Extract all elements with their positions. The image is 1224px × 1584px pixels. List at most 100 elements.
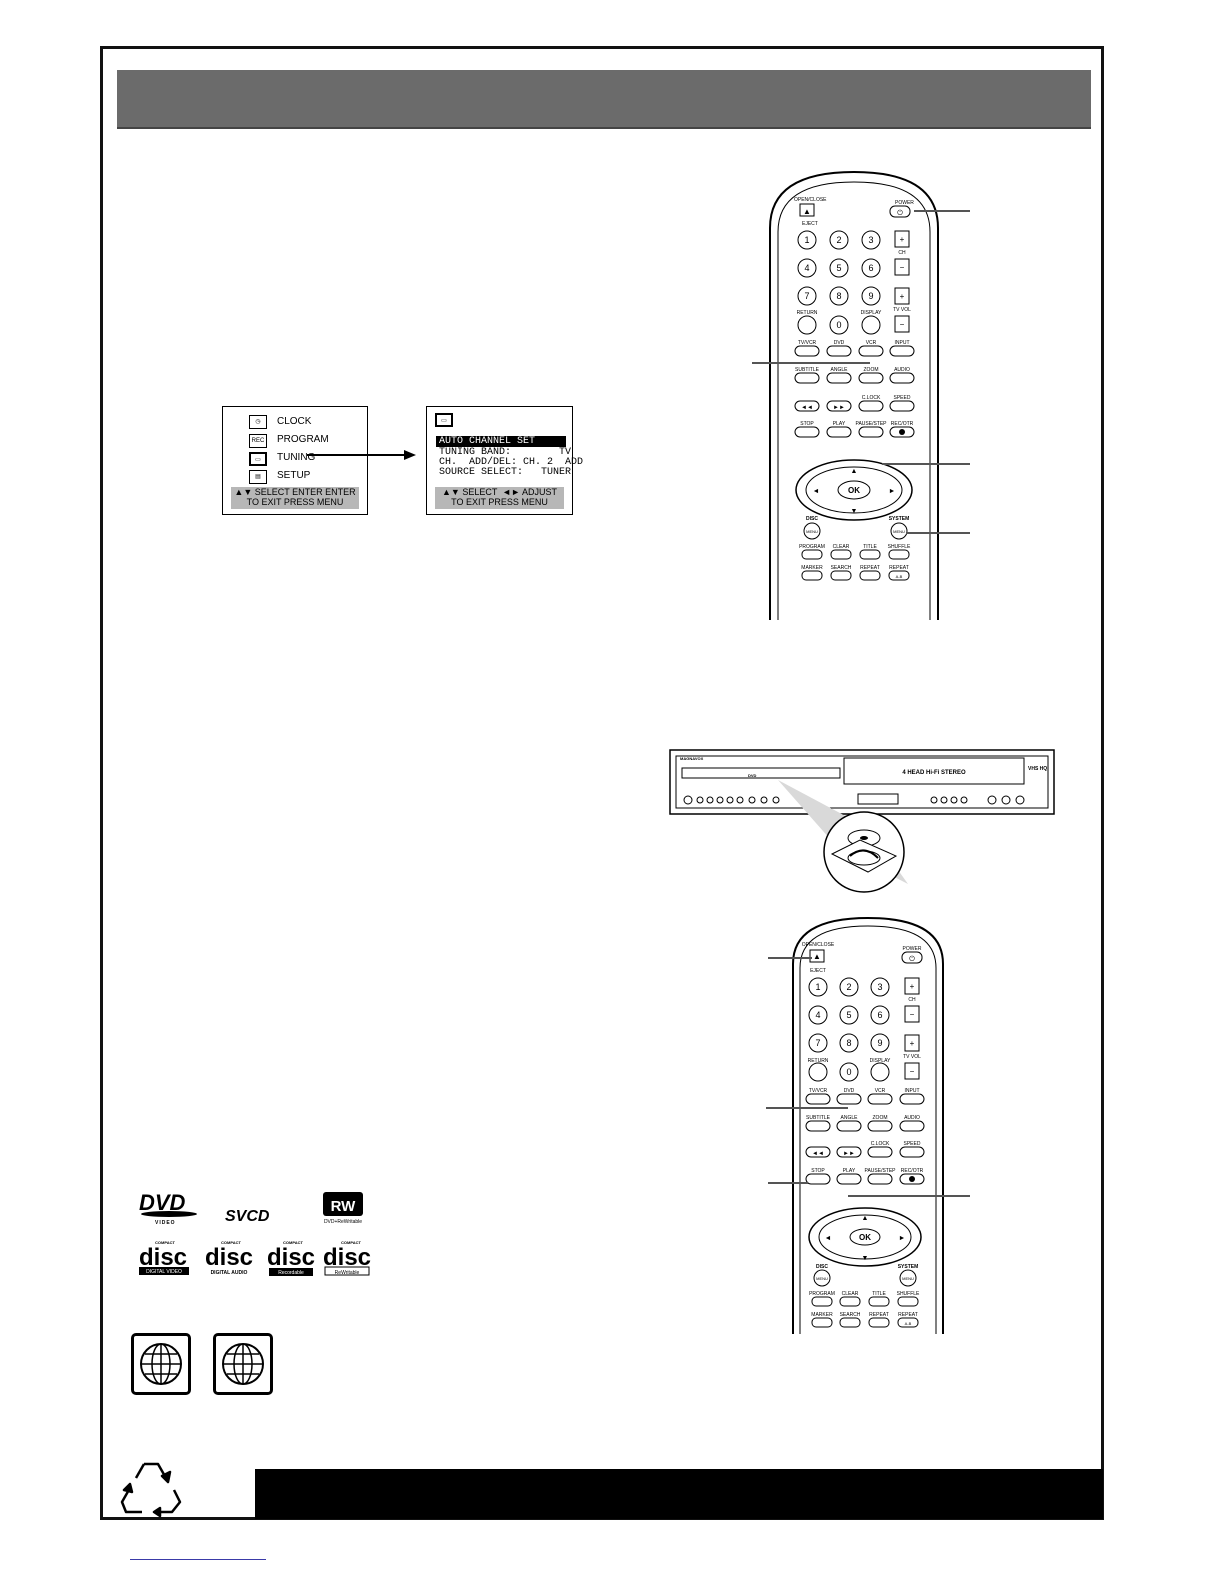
marker-button[interactable] <box>801 570 823 581</box>
power-button[interactable] <box>901 951 923 964</box>
audio-button[interactable] <box>899 1120 925 1132</box>
program-button[interactable] <box>801 549 823 560</box>
digit-6-button[interactable] <box>870 1005 890 1025</box>
digit-7-button[interactable] <box>808 1033 828 1053</box>
digit-7-button[interactable] <box>797 286 817 306</box>
play-button[interactable] <box>836 1173 862 1185</box>
right-arrow-icon[interactable]: ► <box>889 488 896 495</box>
digit-1-button[interactable] <box>797 230 817 250</box>
vcr-button[interactable] <box>867 1093 893 1105</box>
marker-button[interactable] <box>811 1317 833 1328</box>
power-button[interactable] <box>889 205 911 218</box>
digit-8-button[interactable] <box>829 286 849 306</box>
digit-4-button[interactable] <box>797 258 817 278</box>
vcr-button[interactable] <box>858 345 884 357</box>
stop-button[interactable] <box>805 1173 831 1185</box>
angle-button[interactable] <box>836 1120 862 1132</box>
digit-2-button[interactable] <box>829 230 849 250</box>
return-button[interactable] <box>797 315 817 335</box>
digit-3-button[interactable] <box>861 230 881 250</box>
left-arrow-icon[interactable]: ◄ <box>813 488 820 495</box>
skip-forward-button[interactable] <box>836 1146 862 1158</box>
vol-down-button[interactable] <box>904 1062 920 1080</box>
digit-1-button[interactable] <box>808 977 828 997</box>
ch-up-button[interactable] <box>904 977 920 995</box>
digit-5-button[interactable] <box>839 1005 859 1025</box>
ok-button[interactable] <box>849 1228 881 1246</box>
left-arrow-icon[interactable]: ◄ <box>825 1235 832 1242</box>
disc-menu-button[interactable] <box>803 522 821 540</box>
subtitle-button[interactable] <box>805 1120 831 1132</box>
audio-button[interactable] <box>889 372 915 384</box>
stop-button[interactable] <box>794 426 820 438</box>
down-arrow-icon[interactable]: ▼ <box>851 508 858 515</box>
display-button[interactable] <box>861 315 881 335</box>
angle-button[interactable] <box>826 372 852 384</box>
digit-0-button[interactable] <box>829 315 849 335</box>
search-button[interactable] <box>839 1317 861 1328</box>
dvd-button[interactable] <box>826 345 852 357</box>
pause-step-button[interactable] <box>867 1173 893 1185</box>
display-button[interactable] <box>870 1062 890 1082</box>
zoom-button[interactable] <box>867 1120 893 1132</box>
up-arrow-icon[interactable]: ▲ <box>862 1215 869 1222</box>
c-lock-button[interactable] <box>858 400 884 412</box>
system-menu-button[interactable] <box>890 522 908 540</box>
vol-up-button[interactable] <box>894 287 910 305</box>
subtitle-button[interactable] <box>794 372 820 384</box>
digit-3-button[interactable] <box>870 977 890 997</box>
clear-button[interactable] <box>830 549 852 560</box>
play-button[interactable] <box>826 426 852 438</box>
repeat-ab-button[interactable] <box>897 1317 919 1328</box>
digit-5-button[interactable] <box>829 258 849 278</box>
system-menu-button[interactable] <box>899 1269 917 1287</box>
digit-0-button[interactable] <box>839 1062 859 1082</box>
tv-vcr-button[interactable] <box>805 1093 831 1105</box>
title-button[interactable] <box>868 1296 890 1307</box>
vol-up-button[interactable] <box>904 1034 920 1052</box>
callout-play <box>848 1195 970 1197</box>
eject-button[interactable] <box>809 949 825 963</box>
digit-9-button[interactable] <box>870 1033 890 1053</box>
program-button[interactable] <box>811 1296 833 1307</box>
search-button[interactable] <box>830 570 852 581</box>
shuffle-button[interactable] <box>897 1296 919 1307</box>
disc-menu-button[interactable] <box>813 1269 831 1287</box>
digit-2-button[interactable] <box>839 977 859 997</box>
up-arrow-icon[interactable]: ▲ <box>851 468 858 475</box>
title-button[interactable] <box>859 549 881 560</box>
zoom-button[interactable] <box>858 372 884 384</box>
tv-vcr-button[interactable] <box>794 345 820 357</box>
input-button[interactable] <box>899 1093 925 1105</box>
ch-down-button[interactable] <box>904 1005 920 1023</box>
eject-button[interactable] <box>799 203 815 217</box>
repeat-ab-button[interactable] <box>888 570 910 581</box>
dvd-button[interactable] <box>836 1093 862 1105</box>
down-arrow-icon[interactable]: ▼ <box>862 1255 869 1262</box>
digit-6-button[interactable] <box>861 258 881 278</box>
skip-back-button[interactable] <box>794 400 820 412</box>
skip-forward-button[interactable] <box>826 400 852 412</box>
ch-down-button[interactable] <box>894 258 910 276</box>
ok-button[interactable] <box>837 480 871 500</box>
right-arrow-icon[interactable]: ► <box>899 1235 906 1242</box>
digit-8-button[interactable] <box>839 1033 859 1053</box>
input-button[interactable] <box>889 345 915 357</box>
speed-button[interactable] <box>899 1146 925 1158</box>
speed-button[interactable] <box>889 400 915 412</box>
c-lock-button[interactable] <box>867 1146 893 1158</box>
repeat-button[interactable] <box>868 1317 890 1328</box>
skip-back-button[interactable] <box>805 1146 831 1158</box>
shuffle-button[interactable] <box>888 549 910 560</box>
callout-power <box>914 210 970 212</box>
return-button[interactable] <box>808 1062 828 1082</box>
pause-step-button[interactable] <box>858 426 884 438</box>
clear-button[interactable] <box>839 1296 861 1307</box>
digit-4-button[interactable] <box>808 1005 828 1025</box>
vol-down-button[interactable] <box>894 315 910 333</box>
shuffle-label: SHUFFLE <box>897 1291 920 1297</box>
digit-9-button[interactable] <box>861 286 881 306</box>
ab-label: A-B <box>905 1321 912 1326</box>
repeat-button[interactable] <box>859 570 881 581</box>
ch-up-button[interactable] <box>894 230 910 248</box>
